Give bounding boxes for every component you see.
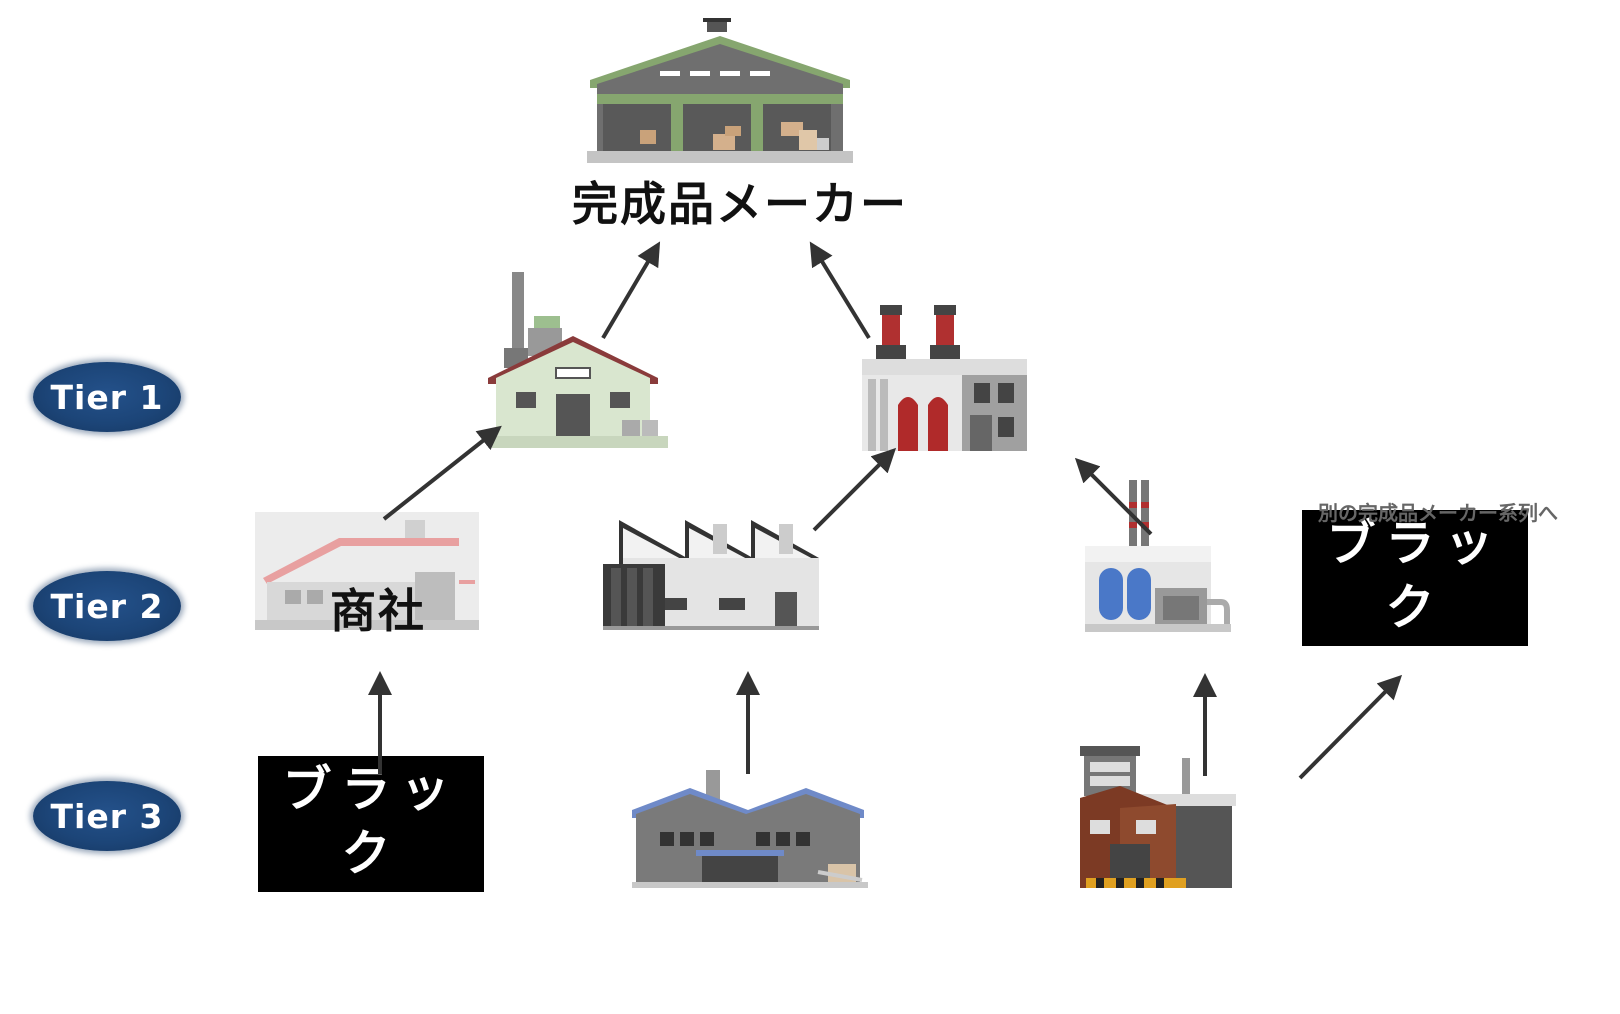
tier-2-label: Tier 2: [50, 586, 164, 626]
black-box-tier2-right: ブラック ボックス: [1302, 510, 1528, 764]
black-box-line-1: ブラック: [1326, 515, 1504, 636]
tier-1-label: Tier 1: [50, 377, 164, 417]
tier-2-badge: Tier 2: [33, 571, 181, 641]
factory-icon: [488, 272, 668, 448]
brick-factory-icon: [1080, 746, 1236, 888]
other-series-note: 別の完成品メーカー系列へ: [1318, 501, 1558, 525]
blue-roof-factory-icon: [632, 770, 868, 888]
trading-company-building-icon: [255, 512, 479, 630]
arrow-tier1-right-to-maker: [809, 241, 871, 340]
arrow-brick-to-other-series: [1298, 674, 1403, 780]
warehouse-icon: [587, 18, 853, 163]
supply-arrows: [368, 241, 1403, 780]
chemical-plant-icon: [1085, 480, 1231, 632]
trading-company-label: 商社: [330, 584, 426, 638]
arrow-tier1-left-to-maker: [601, 241, 661, 340]
tier-3-badge: Tier 3: [33, 781, 181, 851]
black-box-line-2: ボックス: [1326, 643, 1504, 764]
tier-3-label: Tier 3: [50, 796, 164, 836]
arrow-sawtooth-to-tier1-right: [812, 447, 897, 532]
arrow-shosha-to-tier1: [382, 425, 502, 521]
tier-1-badge: Tier 1: [33, 362, 181, 432]
arrow-chemical-to-tier1-right: [1074, 457, 1153, 536]
black-box-line-1: ブラック: [282, 761, 460, 882]
power-plant-icon: [862, 305, 1027, 451]
sawtooth-factory-icon: [603, 520, 819, 630]
finished-goods-maker-title: 完成品メーカー: [572, 177, 908, 231]
